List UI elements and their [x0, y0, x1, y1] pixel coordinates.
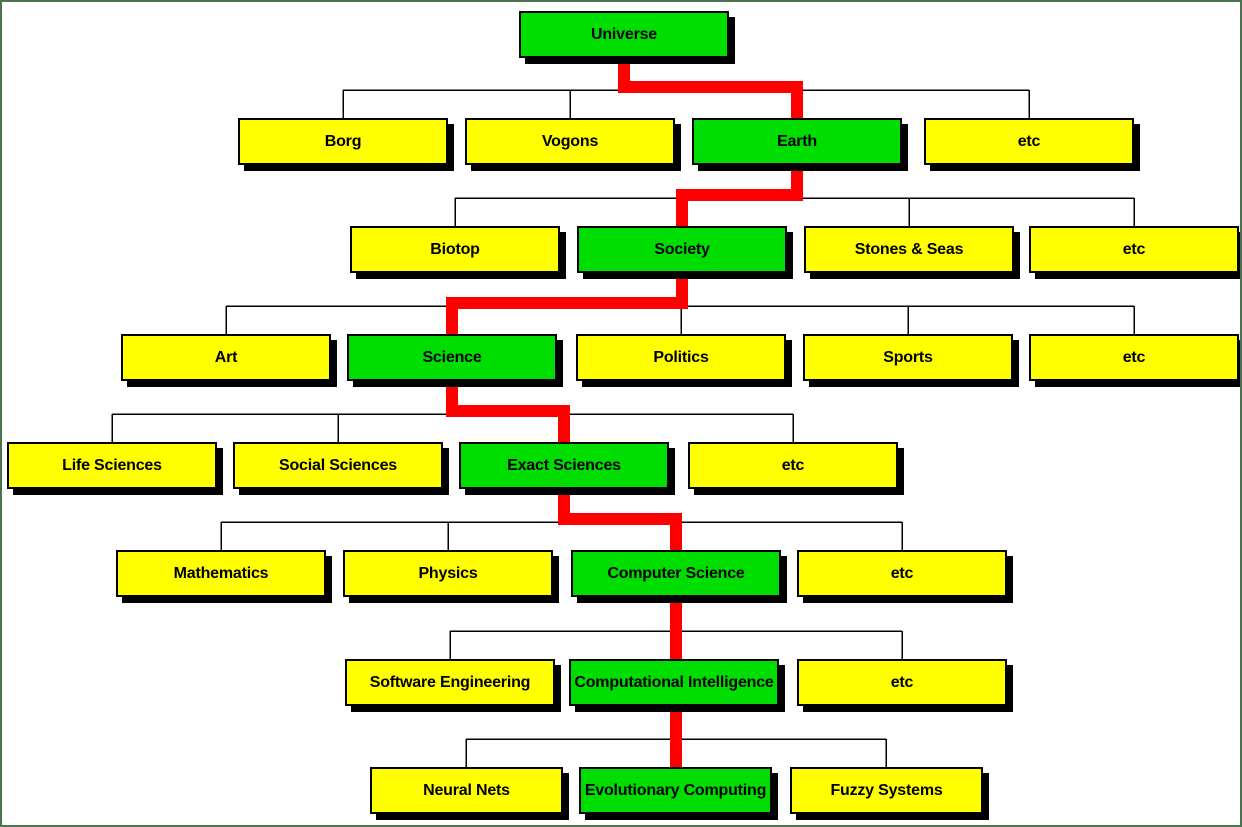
node-sports: Sports: [803, 334, 1013, 381]
node-etc-level-7: etc: [797, 659, 1007, 706]
highlight-path-line: [446, 52, 803, 774]
node-mathematics: Mathematics: [116, 550, 326, 597]
node-exact-sciences: Exact Sciences: [459, 442, 669, 489]
node-art: Art: [121, 334, 331, 381]
node-fuzzy-systems: Fuzzy Systems: [790, 767, 983, 814]
node-neural-nets: Neural Nets: [370, 767, 563, 814]
node-society: Society: [577, 226, 787, 273]
node-life-sciences: Life Sciences: [7, 442, 217, 489]
node-biotop: Biotop: [350, 226, 560, 273]
node-social-sciences: Social Sciences: [233, 442, 443, 489]
node-evolutionary-computing: Evolutionary Computing: [579, 767, 772, 814]
node-etc-level-6: etc: [797, 550, 1007, 597]
node-science: Science: [347, 334, 557, 381]
node-computational-intelligence: Computational Intelligence: [569, 659, 779, 706]
node-etc-level-5: etc: [688, 442, 898, 489]
node-borg: Borg: [238, 118, 448, 165]
node-etc-level-4: etc: [1029, 334, 1239, 381]
node-etc-level-2: etc: [924, 118, 1134, 165]
node-etc-level-3: etc: [1029, 226, 1239, 273]
node-software-engineering: Software Engineering: [345, 659, 555, 706]
node-earth: Earth: [692, 118, 902, 165]
node-stones-and-seas: Stones & Seas: [804, 226, 1014, 273]
node-physics: Physics: [343, 550, 553, 597]
node-vogons: Vogons: [465, 118, 675, 165]
node-universe: Universe: [519, 11, 729, 58]
node-politics: Politics: [576, 334, 786, 381]
node-computer-science: Computer Science: [571, 550, 781, 597]
